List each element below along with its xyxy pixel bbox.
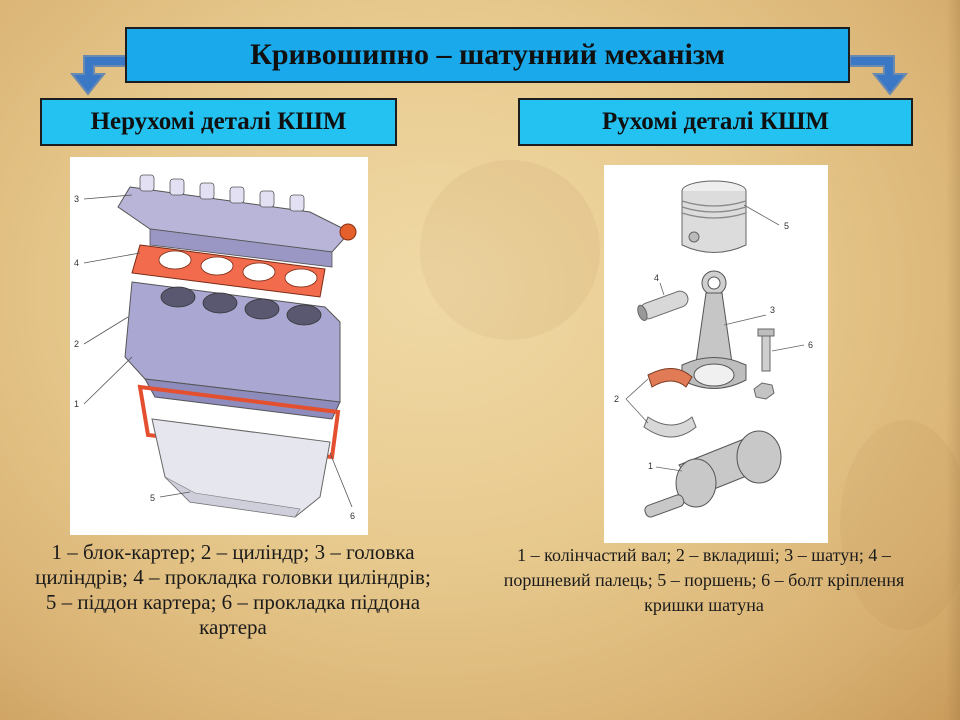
paper-stain <box>420 160 600 340</box>
page-title: Кривошипно – шатунний механізм <box>125 27 850 83</box>
callout-label: 3 <box>770 305 775 315</box>
moving-parts-heading: Рухомі деталі КШМ <box>518 98 913 146</box>
callout-label: 5 <box>784 221 789 231</box>
paper-stain <box>840 420 960 630</box>
callout-label: 5 <box>150 493 155 503</box>
callout-label: 4 <box>74 258 79 268</box>
moving-parts-drawing: 5 4 3 6 2 1 <box>614 180 813 518</box>
callout-label: 2 <box>74 339 79 349</box>
callout-label: 3 <box>74 194 79 204</box>
moving-parts-caption: 1 – колінчастий вал; 2 – вкладиші; 3 – ш… <box>503 545 905 615</box>
moving-parts-illustration: 5 4 3 6 2 1 <box>604 165 828 543</box>
left-arrow-icon <box>69 55 129 96</box>
callout-label: 2 <box>614 394 619 404</box>
fixed-parts-heading: Нерухомі деталі КШМ <box>40 98 397 146</box>
fixed-parts-caption: 1 – блок-картер; 2 – циліндр; 3 – головк… <box>35 540 431 639</box>
callout-label: 1 <box>74 399 79 409</box>
engine-block-drawing: 3 4 2 1 5 6 <box>74 174 357 521</box>
callout-label: 6 <box>350 511 355 521</box>
paper-edge <box>946 0 960 720</box>
engine-block-illustration: 3 4 2 1 5 6 <box>70 157 368 535</box>
right-arrow-icon <box>849 55 909 96</box>
callout-label: 6 <box>808 340 813 350</box>
callout-label: 1 <box>648 461 653 471</box>
callout-label: 4 <box>654 273 659 283</box>
